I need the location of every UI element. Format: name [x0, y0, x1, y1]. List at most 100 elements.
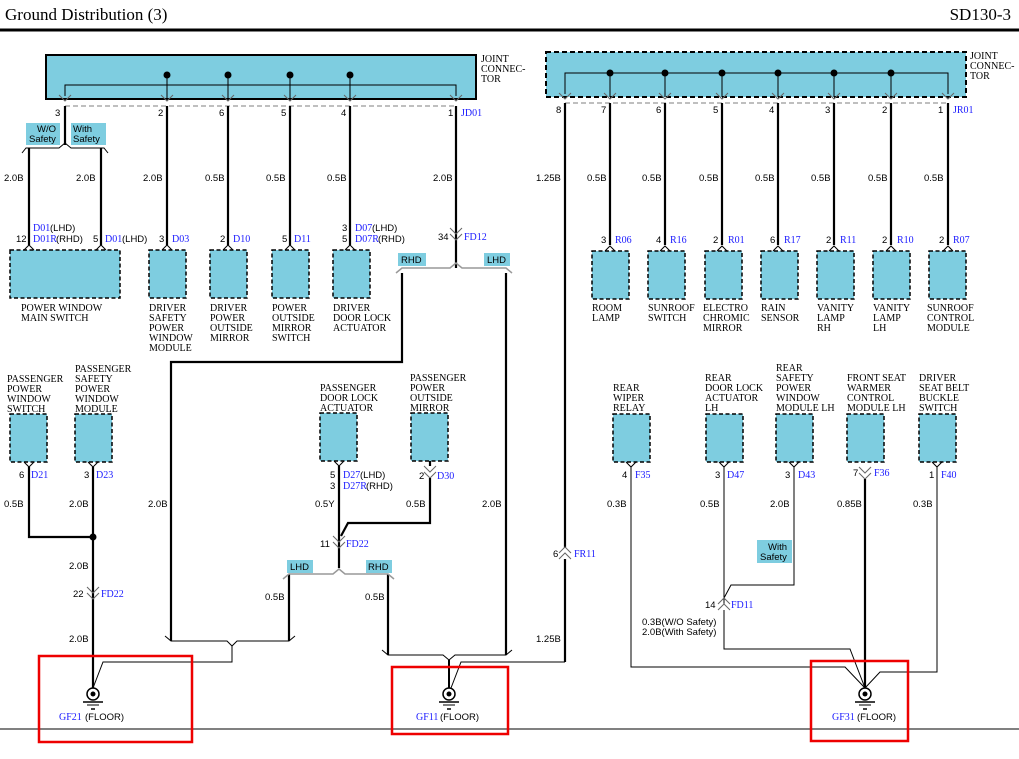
component-label: SWITCH: [272, 333, 310, 344]
lhd-rhd-branch: [282, 568, 395, 580]
pin-number: 6: [553, 549, 558, 560]
component-label: REAR: [776, 363, 803, 374]
component-label: WARMER: [847, 383, 891, 394]
jr01-pin-5: 5: [713, 105, 718, 116]
component-label: MODULE: [75, 404, 118, 415]
component-label: POWER: [776, 383, 811, 394]
tag-wo-safety: W/O Safety: [26, 123, 60, 145]
jr01-pin-8: 8: [556, 105, 561, 116]
connector-fr11: FR11: [574, 549, 596, 560]
component-label: OUTSIDE: [272, 313, 315, 324]
component-driver-seat-belt-buckle-switch[interactable]: [918, 413, 957, 468]
jr01-pin-4: 4: [769, 105, 774, 116]
joint-connector-jd01[interactable]: [45, 54, 477, 107]
pin-number: 3: [785, 470, 790, 481]
component-passenger-power-window-switch[interactable]: [9, 413, 48, 468]
tag-rhd: RHD: [366, 560, 392, 573]
pin-number: 2: [882, 235, 887, 246]
component-label: WINDOW: [75, 394, 119, 405]
jd01-id: JD01: [461, 108, 482, 119]
pin-number: 14: [705, 600, 716, 611]
jd01-pin-3: 3: [55, 108, 60, 119]
component-rear-wiper-relay[interactable]: [612, 413, 651, 468]
component-passenger-power-outside-mirror[interactable]: [410, 412, 449, 462]
component-label: DRIVER: [149, 303, 187, 314]
pin-number: 11: [320, 539, 330, 550]
pin-number: 34: [438, 232, 449, 243]
component-front-seat-warmer-control-module-lh[interactable]: [846, 413, 885, 463]
component-sunroof-switch[interactable]: [647, 245, 686, 300]
fd22-connector-icon: [332, 535, 346, 549]
wire-size: 0.5B: [406, 499, 426, 510]
component-passenger-safety-power-window-module[interactable]: [74, 413, 113, 468]
component-sunroof-control-module[interactable]: [928, 245, 967, 300]
jd01-label-3: TOR: [481, 74, 501, 85]
component-driver-door-lock-actuator[interactable]: [332, 244, 371, 299]
top-right-wires: [563, 103, 950, 548]
connector-d21: D21: [31, 470, 48, 481]
connector-f40: F40: [941, 470, 957, 481]
component-label: DOOR LOCK: [333, 313, 392, 324]
d30-connector-icon: [423, 465, 437, 479]
tag-lhd: LHD: [287, 560, 313, 573]
component-passenger-door-lock-actuator[interactable]: [319, 412, 358, 467]
splice-dot: [89, 533, 97, 541]
component-label: SUNROOF: [648, 303, 695, 314]
wire-size: 2.0B: [69, 634, 89, 645]
connector-fd22: FD22: [346, 539, 369, 550]
connector-d27r: D27R: [343, 481, 367, 492]
wire-size: 0.5B: [868, 173, 888, 184]
ground-icon-gf31[interactable]: [855, 687, 875, 710]
component-label: LAMP: [817, 313, 845, 324]
component-label: REAR: [613, 383, 640, 394]
connector-d47: D47: [727, 470, 744, 481]
component-vanity-lamp-rh[interactable]: [816, 245, 855, 300]
component-power-window-main-switch[interactable]: [9, 244, 121, 299]
component-label: SUNROOF: [927, 303, 974, 314]
wire-size: 0.5B: [587, 173, 607, 184]
jr01-pin-3: 3: [825, 105, 830, 116]
component-driver-safety-power-window-module[interactable]: [148, 244, 187, 299]
component-rain-sensor[interactable]: [760, 245, 799, 300]
component-label: CONTROL: [847, 393, 894, 404]
component-power-outside-mirror-switch[interactable]: [271, 244, 310, 299]
component-rear-safety-power-window-module-lh[interactable]: [775, 413, 814, 468]
ground-icon-gf21[interactable]: [83, 687, 103, 710]
component-label: PASSENGER: [7, 374, 64, 385]
component-label: DRIVER: [210, 303, 248, 314]
jd01-pin-5: 5: [281, 108, 286, 119]
component-electro-chromic-mirror[interactable]: [704, 245, 743, 300]
component-label: ACTUATOR: [705, 393, 758, 404]
ground-icon-gf11[interactable]: [439, 687, 459, 710]
svg-text:W/O: W/O: [37, 124, 56, 135]
component-label: POWER: [149, 323, 184, 334]
highlight-box-gf31: [809, 659, 910, 743]
component-rear-door-lock-actuator-lh[interactable]: [705, 413, 744, 468]
component-label: RAIN: [761, 303, 785, 314]
component-label: LH: [873, 323, 886, 334]
component-vanity-lamp-lh[interactable]: [872, 245, 911, 300]
wire-size: 0.5B: [205, 173, 225, 184]
fd22-connector-icon: [86, 586, 100, 600]
pin-number: 3: [330, 481, 335, 492]
component-label: FRONT SEAT: [847, 373, 906, 384]
wire-size: 2.0B(With Safety): [642, 627, 716, 638]
component-label: BUCKLE: [919, 393, 959, 404]
wire-size: 0.5B: [924, 173, 944, 184]
pin-number: 6: [770, 235, 775, 246]
jr01-label-3: TOR: [970, 71, 990, 82]
wire-size: 2.0B: [76, 173, 96, 184]
component-label: POWER: [7, 384, 42, 395]
wire-size: 1.25B: [536, 173, 561, 184]
pin-number: 3: [715, 470, 720, 481]
component-driver-power-outside-mirror[interactable]: [209, 244, 248, 299]
joint-connector-jr01[interactable]: [545, 51, 967, 104]
component-label: POWER: [210, 313, 245, 324]
pin-number: 2: [220, 234, 225, 245]
component-room-lamp[interactable]: [591, 245, 630, 300]
svg-text:With: With: [73, 124, 92, 135]
connector-r16: R16: [670, 235, 687, 246]
component-label: OUTSIDE: [210, 323, 253, 334]
fd11-connector-icon: [717, 597, 731, 611]
component-label: SAFETY: [75, 374, 113, 385]
